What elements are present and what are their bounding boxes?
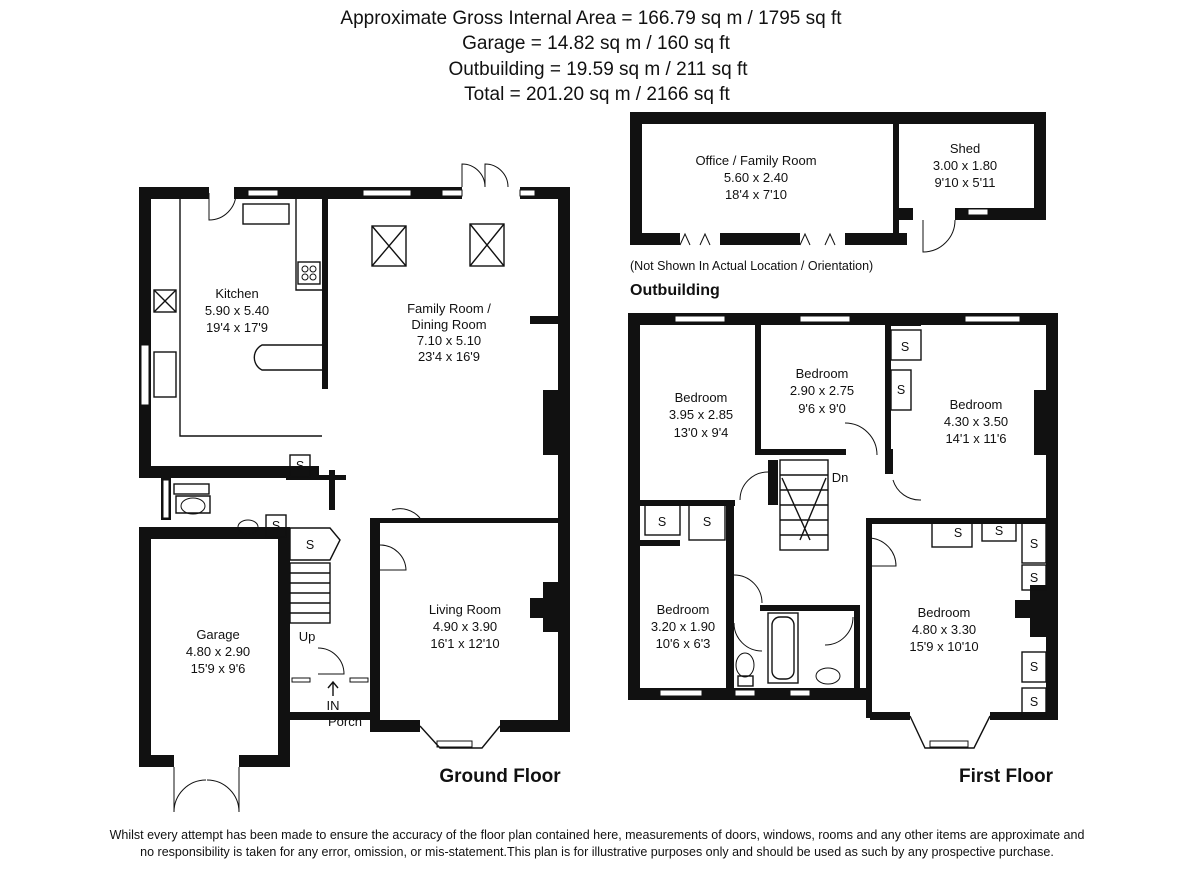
bedroom-1-metric: 3.95 x 2.85: [669, 407, 733, 422]
entrance-label: IN: [327, 698, 340, 713]
office-imperial: 18'4 x 7'10: [725, 187, 787, 202]
office-name: Office / Family Room: [695, 153, 816, 168]
storage-label: S: [703, 515, 711, 529]
first-floor-title: First Floor: [959, 766, 1054, 787]
dining-room-name: Dining Room: [411, 317, 486, 332]
shed-metric: 3.00 x 1.80: [933, 158, 997, 173]
total-area-text: Total = 201.20 sq m / 2166 sq ft: [464, 84, 730, 105]
storage-label: S: [1030, 571, 1038, 585]
storage-label: S: [954, 526, 962, 540]
storage-label: S: [995, 524, 1003, 538]
garage-area-text: Garage = 14.82 sq m / 160 sq ft: [462, 33, 730, 54]
storage-cupboards: [644, 329, 1047, 717]
bedroom-2-imperial: 9'6 x 9'0: [798, 401, 846, 416]
bedroom-2-name: Bedroom: [796, 366, 849, 381]
first-floor-plan: S S S S S S S S S S Bedroom 3.95 x 2.85 …: [628, 313, 1058, 787]
stairs-down-label: Dn: [832, 470, 849, 485]
bedroom-5-imperial: 15'9 x 10'10: [909, 639, 978, 654]
stairs-up-label: Up: [299, 629, 316, 644]
bedroom-1-name: Bedroom: [675, 390, 728, 405]
bedroom-2-metric: 2.90 x 2.75: [790, 383, 854, 398]
garage-imperial: 15'9 x 9'6: [191, 661, 246, 676]
storage-label: S: [897, 383, 905, 397]
porch-label: Porch: [328, 714, 362, 729]
family-room-metric: 7.10 x 5.10: [417, 333, 481, 348]
shed-imperial: 9'10 x 5'11: [934, 175, 995, 190]
storage-label: S: [306, 538, 314, 552]
disclaimer-line-1: Whilst every attempt has been made to en…: [110, 828, 1085, 842]
living-room-name: Living Room: [429, 602, 501, 617]
kitchen-name: Kitchen: [215, 286, 258, 301]
bedroom-5-name: Bedroom: [918, 605, 971, 620]
storage-label: S: [1030, 660, 1038, 674]
outbuilding-area-text: Outbuilding = 19.59 sq m / 211 sq ft: [448, 59, 748, 80]
kitchen-imperial: 19'4 x 17'9: [206, 320, 268, 335]
storage-label: S: [658, 515, 666, 529]
living-room-imperial: 16'1 x 12'10: [430, 636, 499, 651]
storage-label: S: [1030, 537, 1038, 551]
bedroom-1-imperial: 13'0 x 9'4: [674, 425, 729, 440]
kitchen-metric: 5.90 x 5.40: [205, 303, 269, 318]
outbuilding-note: (Not Shown In Actual Location / Orientat…: [630, 259, 873, 273]
gross-area-text: Approximate Gross Internal Area = 166.79…: [340, 8, 842, 29]
outbuilding-plan: Office / Family Room 5.60 x 2.40 18'4 x …: [630, 112, 1046, 299]
bedroom-3-metric: 4.30 x 3.50: [944, 414, 1008, 429]
office-metric: 5.60 x 2.40: [724, 170, 788, 185]
disclaimer-line-2: no responsibility is taken for any error…: [140, 845, 1054, 859]
ground-floor-title: Ground Floor: [439, 766, 561, 787]
bedroom-4-imperial: 10'6 x 6'3: [656, 636, 711, 651]
shed-name: Shed: [950, 141, 980, 156]
bedroom-3-imperial: 14'1 x 11'6: [945, 431, 1006, 446]
bedroom-5-metric: 4.80 x 3.30: [912, 622, 976, 637]
living-room-metric: 4.90 x 3.90: [433, 619, 497, 634]
storage-label: S: [901, 340, 909, 354]
storage-label: S: [296, 459, 304, 473]
storage-label: S: [272, 519, 280, 533]
bedroom-3-name: Bedroom: [950, 397, 1003, 412]
garage-metric: 4.80 x 2.90: [186, 644, 250, 659]
storage-label: S: [1030, 695, 1038, 709]
ground-floor-plan: S S S Kitchen 5.90 x 5.40 19'4 x 17'9 Fa…: [139, 163, 570, 813]
bedroom-4-metric: 3.20 x 1.90: [651, 619, 715, 634]
outbuilding-title: Outbuilding: [630, 282, 720, 299]
family-room-name: Family Room /: [407, 301, 491, 316]
family-room-imperial: 23'4 x 16'9: [418, 349, 480, 364]
bedroom-4-name: Bedroom: [657, 602, 710, 617]
garage-name: Garage: [196, 627, 239, 642]
